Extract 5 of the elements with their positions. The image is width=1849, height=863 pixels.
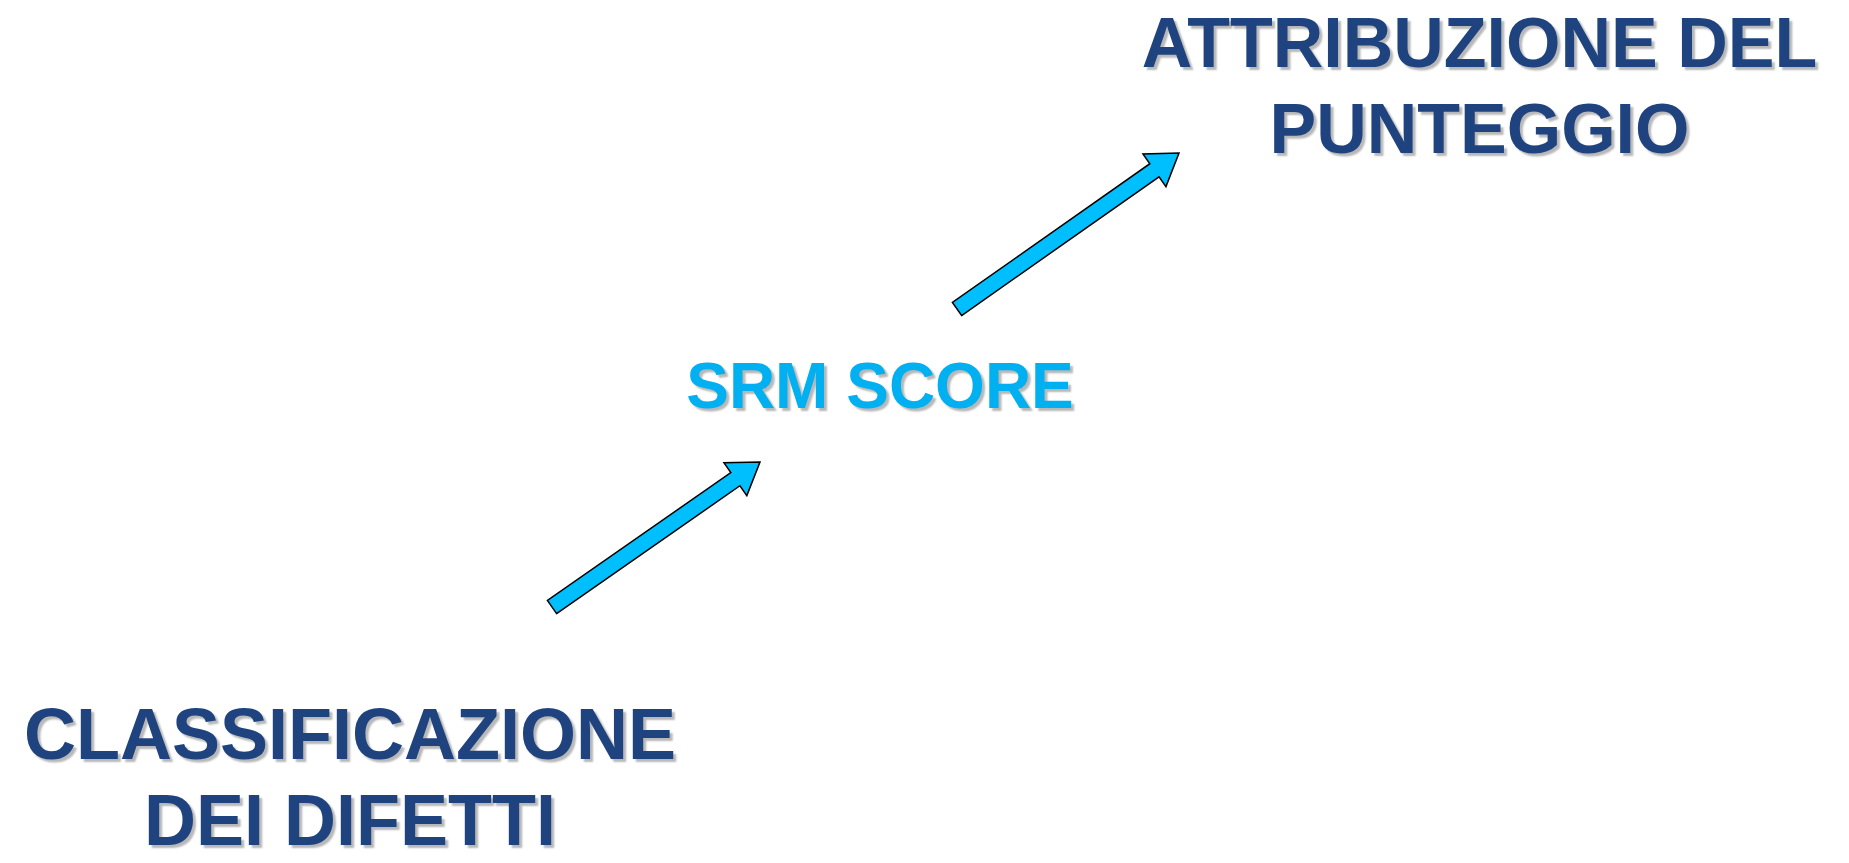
step-label: CLASSIFICAZIONE DEI DIFETTI bbox=[23, 693, 677, 862]
score-label: SRM SCORE bbox=[685, 348, 1075, 423]
block-arrow bbox=[951, 152, 1181, 317]
step-label: ATTRIBUZIONE DEL PUNTEGGIO bbox=[1140, 3, 1819, 170]
block-arrow bbox=[546, 461, 762, 615]
